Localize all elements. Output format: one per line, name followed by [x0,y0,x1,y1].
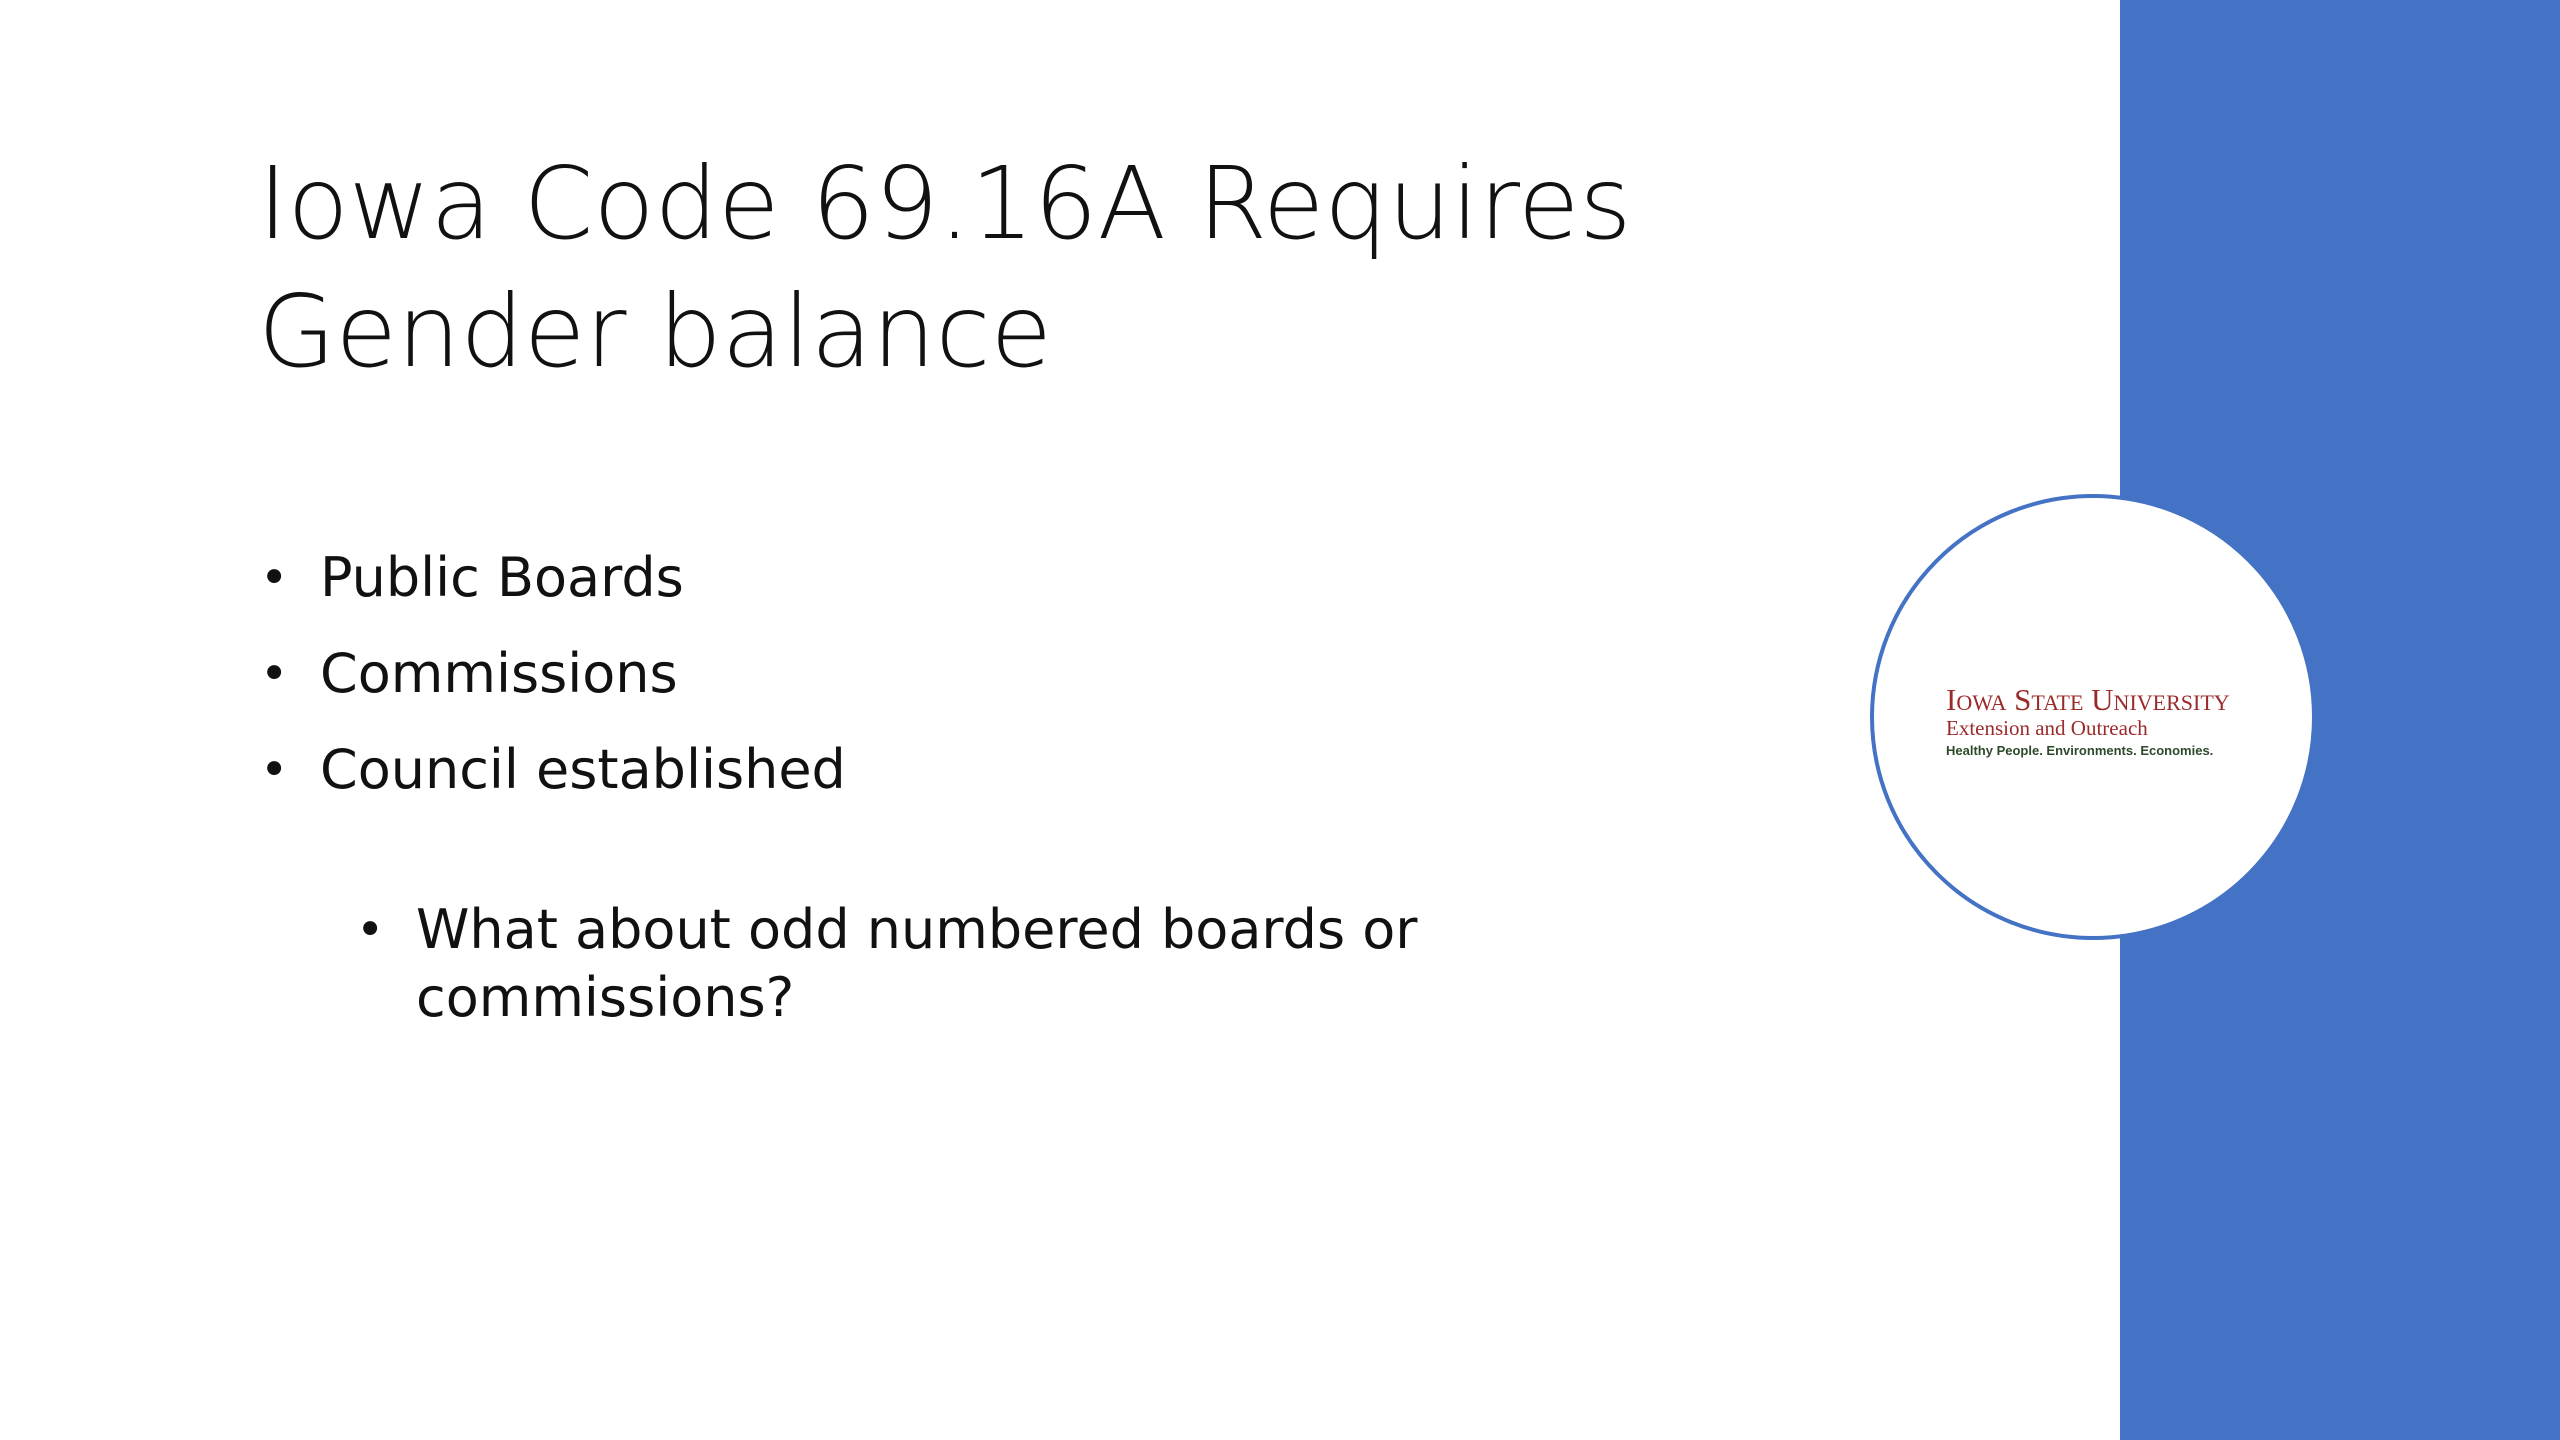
bullet-text: Commissions [320,642,678,705]
logo-subtitle: Extension and Outreach [1946,716,2148,740]
logo-circle: Iowa State University Extension and Outr… [1870,494,2316,940]
bullet-dot-icon: • [260,550,289,606]
bullet-item-council-established: • Council established [258,732,1758,808]
bullet-text: Public Boards [320,546,684,609]
sub-bullet-list: • What about odd numbered boards or comm… [354,896,1454,1032]
slide-title: Iowa Code 69.16A Requires Gender balance [258,140,1758,396]
bullet-dot-icon: • [356,902,385,958]
bullet-item-commissions: • Commissions [258,636,1758,712]
bullet-dot-icon: • [260,646,289,702]
university-logo: Iowa State University Extension and Outr… [1946,684,2256,762]
slide-title-line-1: Iowa Code 69.16A Requires [258,145,1632,262]
bullet-list: • Public Boards • Commissions • Council … [258,540,1758,828]
bullet-item-public-boards: • Public Boards [258,540,1758,616]
slide-title-line-2: Gender balance [258,273,1052,390]
bullet-dot-icon: • [260,742,289,798]
logo-tagline: Healthy People. Environments. Economies. [1946,743,2214,758]
bullet-text: Council established [320,738,846,801]
sub-bullet-text: What about odd numbered boards or commis… [416,898,1418,1029]
sub-bullet-item-odd-numbered: • What about odd numbered boards or comm… [354,896,1454,1032]
logo-university-name: Iowa State University [1946,682,2230,717]
